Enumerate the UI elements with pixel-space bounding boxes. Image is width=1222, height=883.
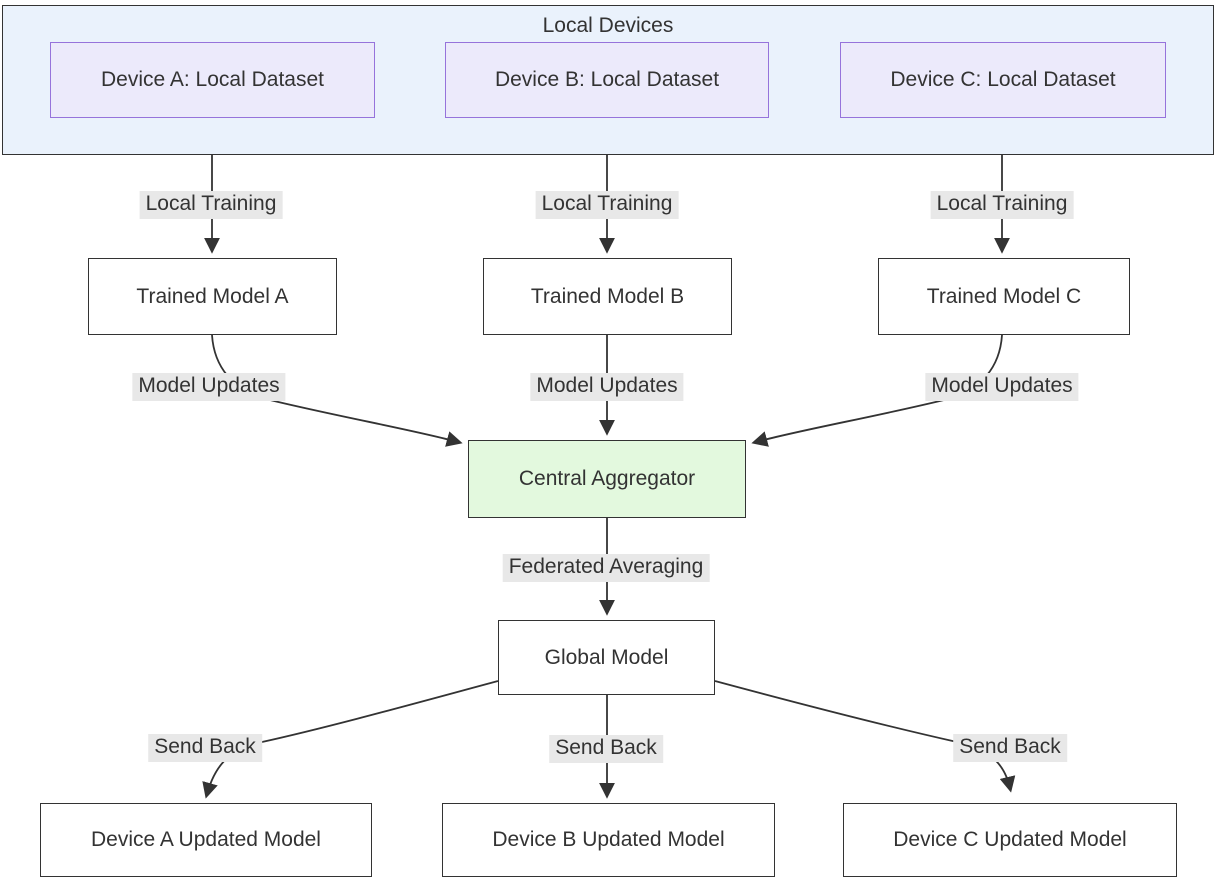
node-label: Device C Updated Model — [893, 828, 1127, 851]
cluster-title: Local Devices — [542, 14, 674, 37]
node-central-aggregator: Central Aggregator — [468, 440, 746, 518]
edge-label-send-back-c: Send Back — [953, 734, 1067, 762]
node-label: Device A Updated Model — [91, 828, 321, 851]
edge-trained-c-to-aggregator — [751, 334, 1003, 447]
edge-label-local-training-b: Local Training — [535, 191, 679, 219]
node-device-c: Device C: Local Dataset — [840, 42, 1166, 118]
node-label: Global Model — [544, 645, 669, 669]
edge-label-local-training-a: Local Training — [139, 191, 283, 219]
node-device-c-updated-model: Device C Updated Model — [843, 803, 1177, 877]
edge-label-federated-averaging: Federated Averaging — [502, 554, 710, 582]
node-trained-model-b: Trained Model B — [483, 258, 732, 335]
node-label: Device C: Local Dataset — [890, 68, 1116, 91]
edge-global-to-updated-a — [202, 680, 499, 799]
node-label: Trained Model B — [530, 284, 685, 308]
edge-label-send-back-b: Send Back — [549, 735, 663, 763]
node-label: Device B Updated Model — [492, 828, 725, 851]
node-trained-model-c: Trained Model C — [878, 258, 1130, 335]
node-label: Trained Model C — [926, 284, 1082, 308]
edge-label-model-updates-b: Model Updates — [530, 373, 684, 401]
node-label: Trained Model A — [136, 284, 289, 308]
node-trained-model-a: Trained Model A — [88, 258, 337, 335]
node-device-b-updated-model: Device B Updated Model — [442, 803, 775, 877]
node-global-model: Global Model — [498, 620, 715, 695]
node-device-b: Device B: Local Dataset — [445, 42, 769, 118]
edge-label-model-updates-a: Model Updates — [132, 373, 286, 401]
node-device-a-updated-model: Device A Updated Model — [40, 803, 372, 877]
edge-label-send-back-a: Send Back — [148, 734, 262, 762]
node-label: Device A: Local Dataset — [101, 68, 324, 91]
node-label: Central Aggregator — [518, 467, 696, 490]
node-label: Device B: Local Dataset — [494, 68, 720, 91]
edge-label-local-training-c: Local Training — [930, 191, 1074, 219]
node-device-a: Device A: Local Dataset — [50, 42, 375, 118]
edge-trained-a-to-aggregator — [211, 334, 463, 447]
edge-label-model-updates-c: Model Updates — [925, 373, 1079, 401]
